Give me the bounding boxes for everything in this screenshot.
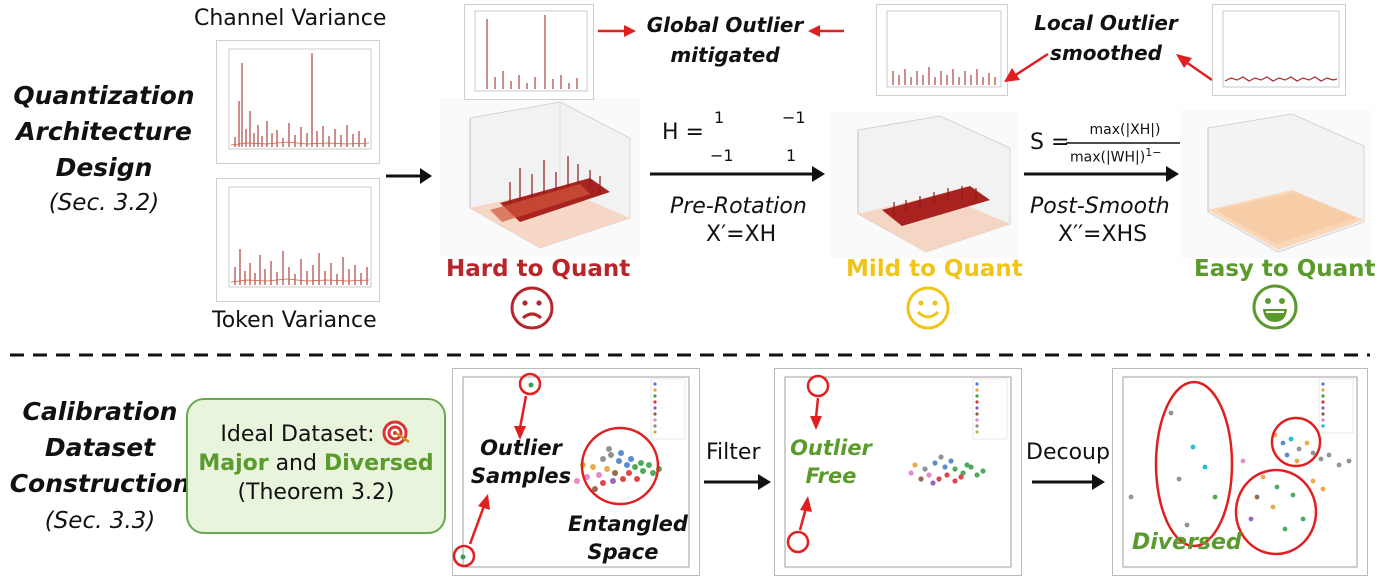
title-line: Design xyxy=(55,153,153,182)
channel-variance-plot xyxy=(216,40,380,164)
section-title-quantization: Quantization Architecture Design xyxy=(0,78,208,186)
sad-face-icon xyxy=(510,286,554,330)
smoothed-plot xyxy=(1212,4,1346,96)
text-line: Global Outlier xyxy=(646,13,804,37)
dashed-separator xyxy=(10,353,1370,357)
smooth-lhs: S = xyxy=(1030,130,1070,155)
ideal-title: Ideal Dataset: xyxy=(220,422,375,447)
surface-easy xyxy=(1207,113,1365,253)
title-line: Architecture xyxy=(16,117,192,146)
channel-variance-bars xyxy=(228,48,372,150)
ideal-and: and xyxy=(275,451,317,476)
arrow-filter xyxy=(704,474,771,490)
entangled-space-label: Entangled Space xyxy=(568,510,688,566)
section-ref-top: (Sec. 3.2) xyxy=(48,190,160,216)
arrow-to-hard xyxy=(386,168,432,184)
outlier-free-label: Outlier Free xyxy=(776,434,886,490)
scatter-filtered xyxy=(784,376,1012,568)
global-outlier-plot xyxy=(464,4,594,100)
status-mild: Mild to Quant xyxy=(846,256,1023,282)
ideal-major: Major xyxy=(198,451,269,476)
section-ref-bottom: (Sec. 3.3) xyxy=(44,508,156,534)
text-line: Space xyxy=(587,540,659,564)
arrow-pre-rotation xyxy=(650,166,825,182)
global-outlier-arrows xyxy=(598,25,844,37)
h-cell-01: −1 xyxy=(782,108,806,127)
local-outlier-bars xyxy=(886,10,1002,88)
title-line: Dataset xyxy=(44,433,156,462)
post-smooth-label: Post-Smooth xyxy=(1030,194,1170,219)
h-cell-00: 1 xyxy=(714,108,725,127)
denominator-exp: 1− xyxy=(1145,146,1162,159)
title-line: Construction xyxy=(9,469,191,498)
status-hard: Hard to Quant xyxy=(446,256,631,282)
text-line: Outlier xyxy=(790,436,872,460)
arrow-local-left xyxy=(1004,52,1049,82)
text-line: Entangled xyxy=(568,512,688,536)
hadamard-lhs: H = xyxy=(662,120,704,145)
global-outlier-label: Global Outlier mitigated xyxy=(640,10,810,70)
text-line: smoothed xyxy=(1050,41,1162,65)
text-line: mitigated xyxy=(670,43,780,67)
arrow-post-smooth xyxy=(1024,166,1179,182)
ideal-title-row: Ideal Dataset: xyxy=(188,420,444,447)
surface-mild xyxy=(857,115,1011,253)
local-outlier-plot xyxy=(876,4,1008,96)
ideal-theorem: (Theorem 3.2) xyxy=(237,480,395,505)
local-outlier-label: Local Outlier smoothed xyxy=(1020,8,1192,68)
scatter-panel-decoupled xyxy=(1112,368,1368,576)
token-variance-bars xyxy=(228,186,372,288)
token-variance-label: Token Variance xyxy=(212,308,377,333)
channel-variance-label: Channel Variance xyxy=(194,6,387,31)
activation-3d-mild xyxy=(830,112,1018,258)
h-cell-10: −1 xyxy=(710,146,734,165)
section-title-calibration: Calibration Dataset Construction xyxy=(0,394,200,502)
activation-3d-easy xyxy=(1180,110,1372,258)
outlier-samples-label: Outlier Samples xyxy=(466,434,576,490)
activation-3d-hard xyxy=(440,98,640,256)
denominator-text: max(|WH|) xyxy=(1070,149,1146,166)
target-icon xyxy=(382,420,410,446)
smooth-denominator: max(|WH|)1− xyxy=(1070,146,1161,166)
post-smooth-equation: X′′=XHS xyxy=(1058,222,1148,247)
ideal-major-diversed-row: Major and Diversed xyxy=(188,451,444,476)
grin-face-icon xyxy=(1252,284,1298,330)
arrow-decouple xyxy=(1032,474,1105,490)
text-line: Local Outlier xyxy=(1034,11,1178,35)
filter-label: Filter xyxy=(706,440,761,465)
text-line: Samples xyxy=(470,464,572,488)
diversed-label: Diversed xyxy=(1132,530,1242,555)
arrow-local-right xyxy=(1176,54,1213,82)
scatter-raw xyxy=(460,376,690,568)
token-variance-plot xyxy=(216,178,380,302)
h-cell-11: 1 xyxy=(786,146,797,165)
pre-rotation-label: Pre-Rotation xyxy=(670,194,807,219)
status-easy: Easy to Quant xyxy=(1194,256,1376,282)
fraction-bar xyxy=(1066,142,1184,144)
ideal-diversed: Diversed xyxy=(323,451,434,476)
title-line: Calibration xyxy=(22,397,178,426)
smile-face-icon xyxy=(906,286,950,330)
annotations-raw xyxy=(452,372,660,568)
smoothed-bars xyxy=(1222,10,1340,88)
global-outlier-bars xyxy=(474,10,588,92)
text-line: Outlier xyxy=(480,436,562,460)
annotations-filtered xyxy=(786,374,830,554)
ideal-dataset-box: Ideal Dataset: Major and Diversed (Theor… xyxy=(186,398,446,534)
annotations-decoupled xyxy=(1154,380,1322,556)
scatter-panel-filtered xyxy=(774,368,1022,576)
scatter-decoupled xyxy=(1122,376,1358,568)
surface-hard xyxy=(469,101,631,249)
pre-rotation-equation: X′=XH xyxy=(706,222,777,247)
smooth-numerator: max(|XH|) xyxy=(1089,122,1161,138)
text-line: Free xyxy=(805,464,857,488)
title-line: Quantization xyxy=(13,81,195,110)
